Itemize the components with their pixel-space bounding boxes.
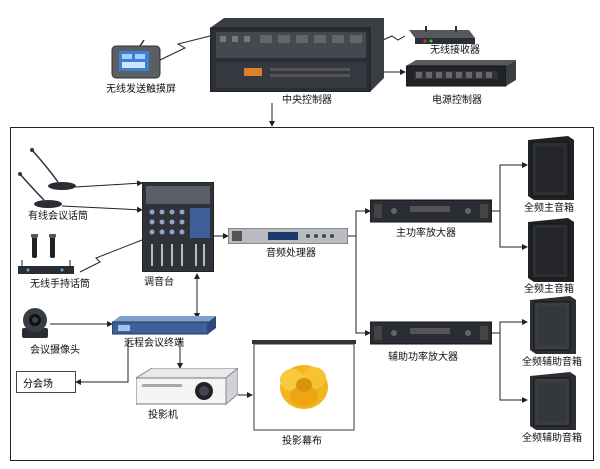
main-amplifier: [369, 198, 493, 224]
audio-processor: [227, 227, 349, 245]
power-controller: [405, 60, 516, 88]
projector: [134, 366, 240, 406]
label-aux-speaker-1: 全频辅助音箱: [522, 357, 582, 368]
label-mixer: 调音台: [144, 277, 174, 288]
system-frame: [10, 127, 594, 461]
aux-speaker-1: [530, 296, 576, 354]
label-aux-amp: 辅助功率放大器: [388, 352, 458, 363]
label-remote-terminal: 远程会议终端: [124, 338, 184, 349]
link-processor-auxamp: [355, 236, 371, 336]
label-aux-speaker-2: 全频辅助音箱: [522, 433, 582, 444]
label-projector: 投影机: [148, 410, 178, 421]
aux-amplifier: [369, 320, 493, 346]
label-screen: 投影幕布: [282, 436, 322, 447]
wired-mic-1: [28, 148, 78, 192]
link-mic1: [74, 180, 143, 188]
wireless-receiver: [405, 24, 475, 46]
flower-icon: [280, 365, 328, 409]
label-wireless-touch: 无线发送触摸屏: [106, 84, 176, 95]
wired-mic-2: [16, 172, 66, 210]
label-power-controller: 电源控制器: [432, 95, 482, 106]
projection-screen: [252, 340, 356, 432]
link-mainamp-spk2: [499, 211, 528, 250]
link-terminal-branch: [75, 338, 129, 385]
label-main-speaker-2: 全频主音箱: [524, 284, 574, 295]
label-central-controller: 中央控制器: [282, 95, 332, 106]
label-camera: 会议摄像头: [30, 345, 80, 356]
wireless-handheld-mic: [16, 233, 76, 278]
link-mic2: [61, 205, 143, 213]
link-auxamp-spk2: [499, 333, 528, 403]
main-speaker-1: [528, 136, 574, 200]
label-wired-mic: 有线会议话筒: [28, 211, 88, 222]
label-wireless-mic: 无线手持话筒: [30, 279, 90, 290]
wireless-link-touch: [159, 35, 211, 61]
label-main-speaker-1: 全频主音箱: [524, 203, 574, 214]
link-processor-mainamp: [348, 208, 371, 237]
main-speaker-2: [528, 218, 574, 282]
central-controller: [209, 18, 384, 93]
aux-speaker-2: [530, 372, 576, 430]
label-audio-processor: 音频处理器: [266, 248, 316, 259]
branch-venue: 分会场: [16, 371, 76, 393]
link-auxamp-spk1: [492, 319, 528, 334]
wireless-link-handheld: [79, 239, 143, 273]
remote-terminal: [111, 316, 216, 336]
mixer: [141, 181, 215, 273]
link-mainamp-spk1: [492, 162, 528, 212]
conference-camera: [18, 306, 52, 340]
label-main-amp: 主功率放大器: [396, 228, 456, 239]
wireless-touch-panel: [110, 39, 162, 80]
label-wireless-receiver: 无线接收器: [430, 45, 480, 56]
wireless-link-receiver: [382, 35, 406, 41]
